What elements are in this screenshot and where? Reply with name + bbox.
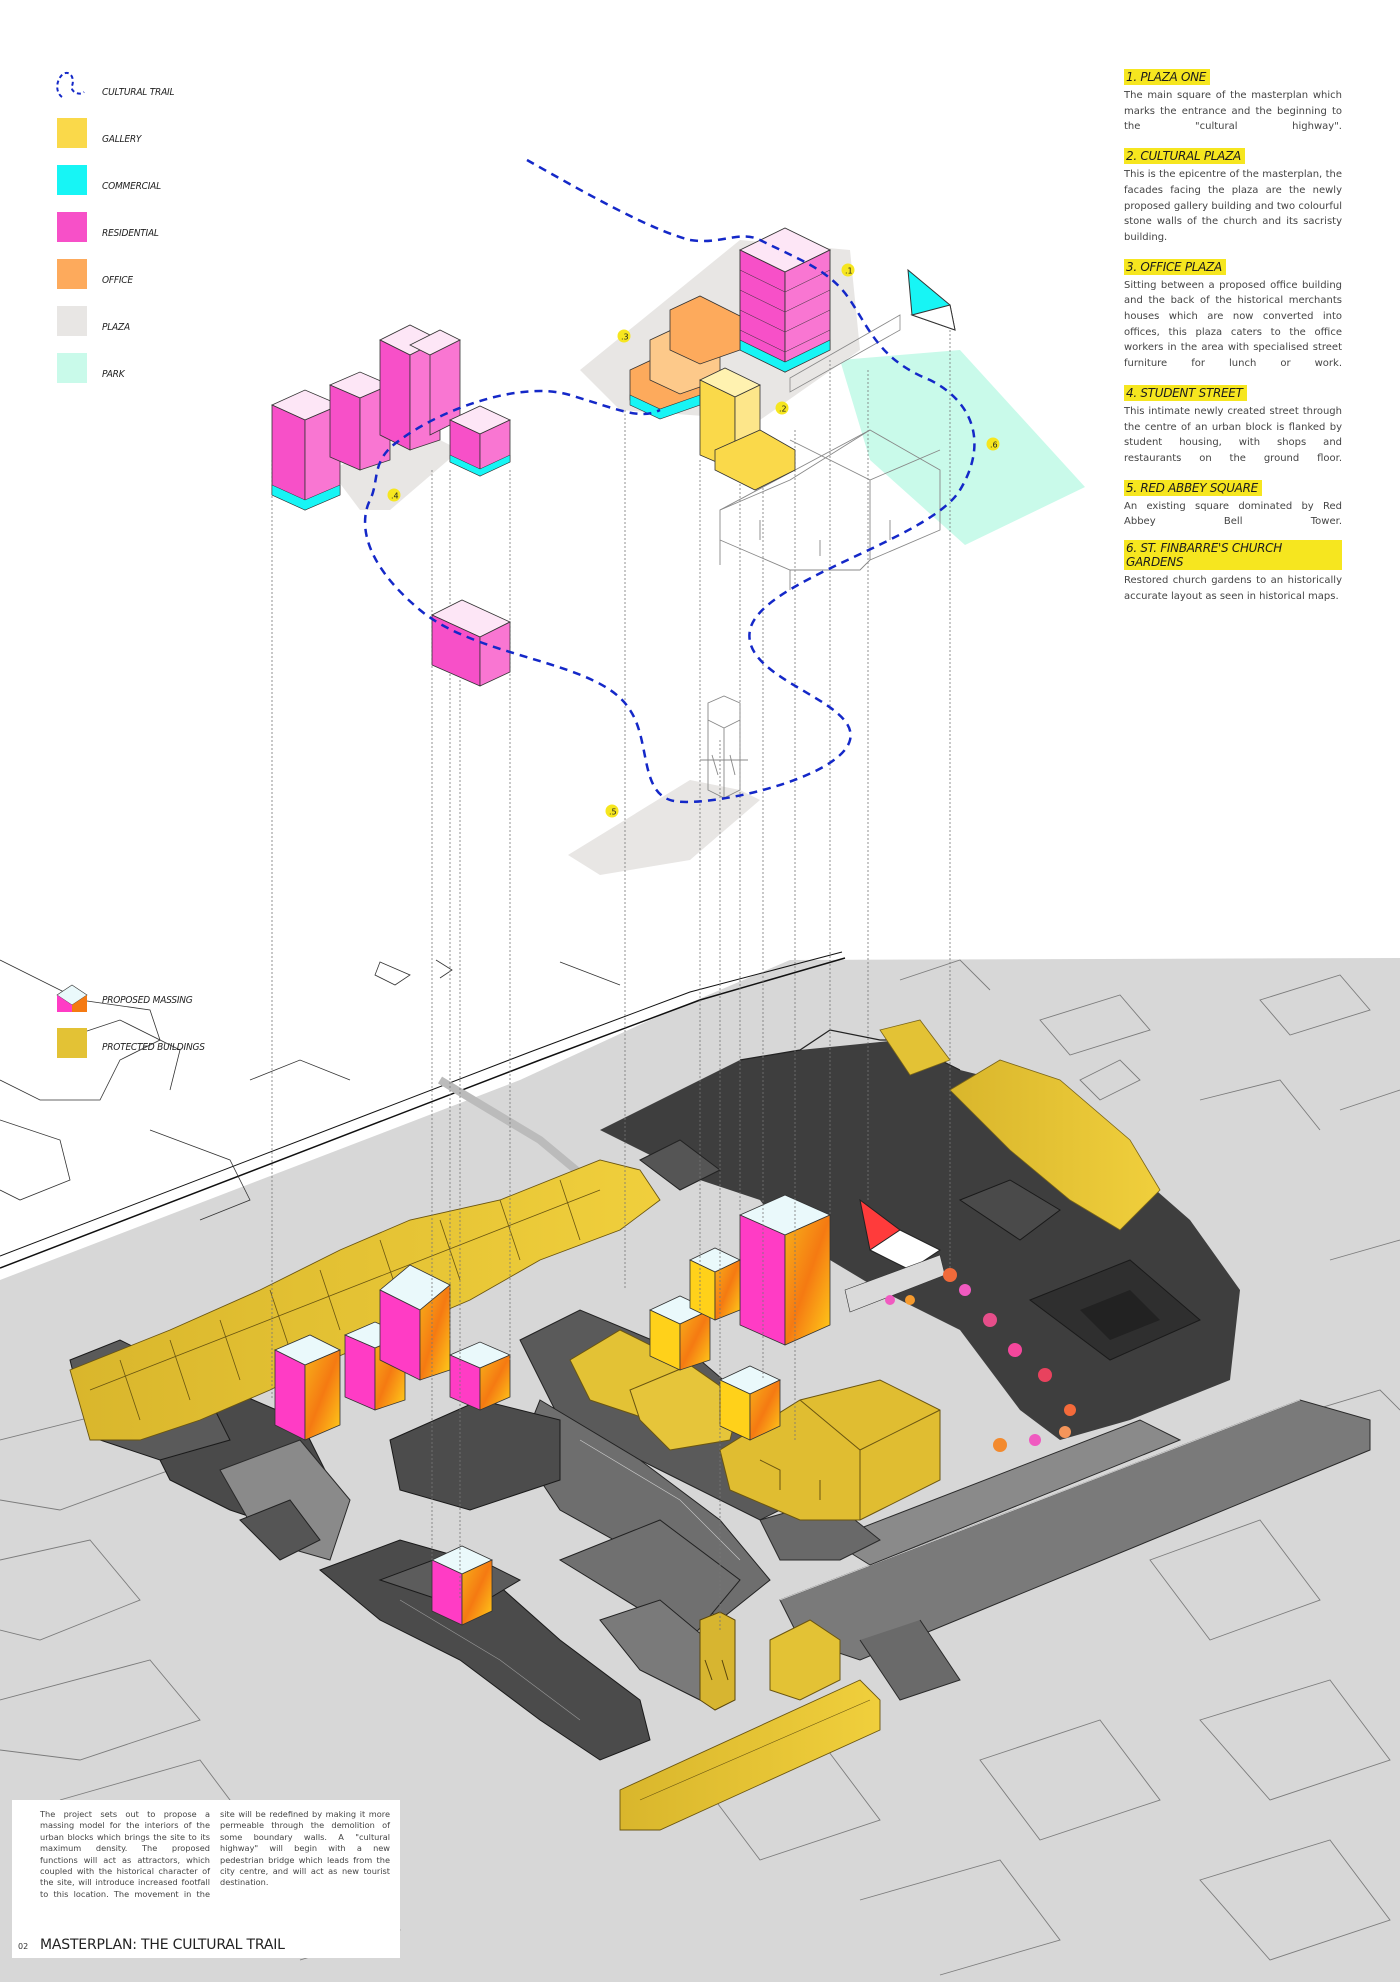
legend-label: RESIDENTIAL [102,228,159,239]
intro-panel [12,1800,400,1958]
legend-item-protected-buildings: PROTECTED BUILDINGS [57,1033,317,1063]
legend-label: PROTECTED BUILDINGS [102,1042,205,1053]
gallery-swatch [57,118,87,148]
marker-3 [617,329,631,343]
protected-swatch [57,1028,87,1058]
park-swatch [57,353,87,383]
marker-6 [986,437,1000,451]
legend-label: PLAZA [102,322,130,333]
page-number: 02 [18,1942,29,1951]
proposed-massing-icon [56,984,88,1012]
marker-group: .1 .2 .3 .4 .5 .6 [387,263,1000,818]
note-body: This is the epicentre of the masterplan,… [1124,169,1342,243]
note-title: 4. STUDENT STREET [1124,384,1247,401]
trail-loop-icon [56,72,85,98]
marker-5 [605,804,619,818]
legend-label: COMMERCIAL [102,181,161,192]
note-body: This intimate newly created street throu… [1124,405,1342,464]
legend-item-park: PARK [57,360,317,390]
legend-swatches [56,72,88,1058]
trees [885,1268,1076,1452]
legend-item-plaza: PLAZA [57,313,317,343]
commercial-swatch [57,165,87,195]
cultural-trail-path [363,158,976,804]
note-cultural-plaza: 2. CULTURAL PLAZA This is the epicentre … [1124,145,1342,246]
protected-buildings [69,1159,941,1831]
note-body: The main square of the masterplan which … [1124,90,1342,133]
marker-4-text: .4 [391,492,399,501]
note-title: 3. OFFICE PLAZA [1124,258,1226,275]
note-title: 1. PLAZA ONE [1124,69,1211,85]
plaza-swatch [57,306,87,336]
note-church-gardens: 6. ST. FINBARRE'S CHURCH GARDENS Restore… [1124,540,1342,604]
marker-2-text: .2 [779,405,787,414]
note-title: 6. ST. FINBARRE'S CHURCH GARDENS [1124,540,1342,571]
note-office-plaza: 3. OFFICE PLAZA Sitting between a propos… [1124,256,1342,372]
note-student-street: 4. STUDENT STREET This intimate newly cr… [1124,382,1342,467]
legend-item-proposed-massing: PROPOSED MASSING [57,986,317,1016]
marker-4 [387,488,401,502]
note-title: 2. CULTURAL PLAZA [1124,148,1245,165]
exploded-model: .1 .2 .3 .4 .5 .6 [271,158,1085,1630]
legend-label: CULTURAL TRAIL [102,87,175,98]
legend-item-cultural-trail: CULTURAL TRAIL [57,78,317,108]
legend-label: PARK [102,369,125,380]
site-notes: 1. PLAZA ONE The main square of the mast… [1124,66,1342,614]
residential-swatch [57,212,87,242]
marker-6-text: .6 [990,441,998,450]
legend-item-residential: RESIDENTIAL [57,219,317,249]
marker-3-text: .3 [621,333,629,342]
note-red-abbey-square: 5. RED ABBEY SQUARE An existing square d… [1124,477,1342,530]
marker-1-text: .1 [845,267,853,276]
note-body: Sitting between a proposed office buildi… [1124,279,1342,370]
legend-label: GALLERY [102,134,142,145]
legend-label: PROPOSED MASSING [102,995,193,1006]
legend-item-gallery: GALLERY [57,125,317,155]
marker-5-text: .5 [609,808,617,817]
marker-1 [841,263,855,277]
note-body: Restored church gardens to an historical… [1124,575,1342,602]
marker-2 [775,401,789,415]
page-title: MASTERPLAN: THE CULTURAL TRAIL [40,1937,285,1953]
legend-item-commercial: COMMERCIAL [57,172,317,202]
note-body: An existing square dominated by Red Abbe… [1124,500,1342,528]
intro-text: The project sets out to propose a massin… [40,1809,390,1899]
note-plaza-one: 1. PLAZA ONE The main square of the mast… [1124,66,1342,135]
note-title: 5. RED ABBEY SQUARE [1124,479,1262,496]
office-swatch [57,259,87,289]
legend-item-office: OFFICE [57,266,317,296]
proposed-massing [274,1194,1076,1626]
legend-label: OFFICE [102,275,133,286]
